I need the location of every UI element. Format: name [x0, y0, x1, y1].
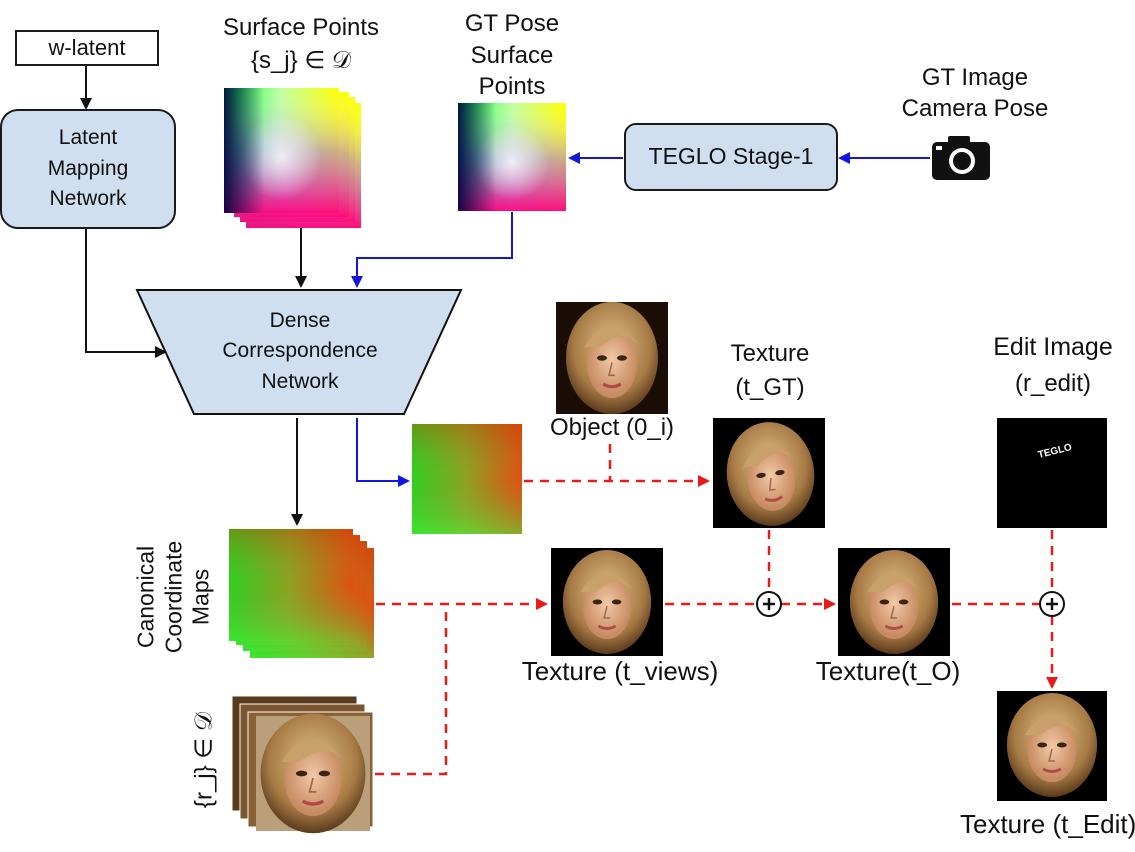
gt-image-camera-pose-label: GT Image Camera Pose — [880, 62, 1070, 124]
red-dashed-arrows — [375, 444, 1058, 776]
object-label: Object (0_i) — [540, 414, 684, 442]
gt-image-line-1: GT Image — [921, 64, 1029, 91]
canonical-coordinate-maps-stack — [229, 529, 374, 658]
texture-o-image — [838, 548, 950, 656]
texture-gt-image — [713, 414, 825, 534]
gt-image-line-2: Camera Pose — [901, 95, 1049, 123]
surface-points-label: Surface Points — [222, 14, 380, 41]
gt-pose-surface-points-image — [458, 103, 566, 211]
texture-views-label: Texture (t_views) — [521, 656, 719, 686]
surface-points-set-label: {s_j} ∈ 𝒟 — [250, 47, 352, 74]
latent-mapping-network-box: Latent Mapping Network — [0, 109, 176, 229]
latent-mapping-line-1: Latent — [58, 126, 118, 150]
edit-image — [997, 418, 1107, 528]
rj-image-stack — [231, 695, 374, 836]
rj-set-label: {r_j} ∈ 𝒟 — [190, 711, 218, 809]
dense-line-3: Network — [261, 369, 339, 393]
texture-edit-image — [997, 691, 1107, 801]
canonical-line-1: Canonical — [132, 545, 159, 649]
canonical-map-single — [412, 424, 522, 534]
canonical-line-3: Maps — [187, 568, 214, 626]
edit-image-title: Edit Image — [993, 333, 1113, 361]
gt-pose-line-3: Points — [478, 73, 546, 101]
latent-mapping-line-2: Mapping — [47, 156, 129, 180]
gt-pose-line-1: GT Pose — [464, 10, 560, 37]
texture-gt-symbol: (t_GT) — [735, 374, 805, 401]
plus-icon — [1039, 591, 1065, 617]
latent-mapping-line-3: Network — [49, 187, 127, 211]
dense-correspondence-network-shape — [135, 289, 463, 415]
gt-pose-label: GT Pose Surface Points — [440, 8, 584, 103]
texture-gt-title: Texture — [730, 340, 810, 367]
object-image — [556, 300, 668, 416]
blue-arrows — [351, 152, 930, 487]
gt-pose-line-2: Surface — [470, 41, 554, 69]
teglo-stage1-box: TEGLO Stage-1 — [624, 123, 838, 191]
texture-views-image — [551, 548, 663, 656]
dense-correspondence-network-label: Dense Correspondence Network — [170, 306, 430, 397]
edit-image-symbol: (r_edit) — [1014, 370, 1092, 397]
w-latent-box: w-latent — [15, 30, 159, 66]
dense-line-2: Correspondence — [222, 339, 378, 363]
black-arrows — [80, 64, 307, 526]
texture-o-label: Texture(t_O) — [815, 656, 961, 686]
canonical-coordinate-maps-label: Canonical Coordinate Maps — [133, 522, 216, 672]
texture-edit-label: Texture (t_Edit) — [960, 809, 1135, 839]
canonical-line-2: Coordinate — [160, 540, 187, 654]
surface-points-stack — [224, 88, 361, 228]
plus-icon — [756, 591, 782, 617]
dense-line-1: Dense — [269, 309, 331, 332]
camera-icon — [932, 136, 990, 180]
